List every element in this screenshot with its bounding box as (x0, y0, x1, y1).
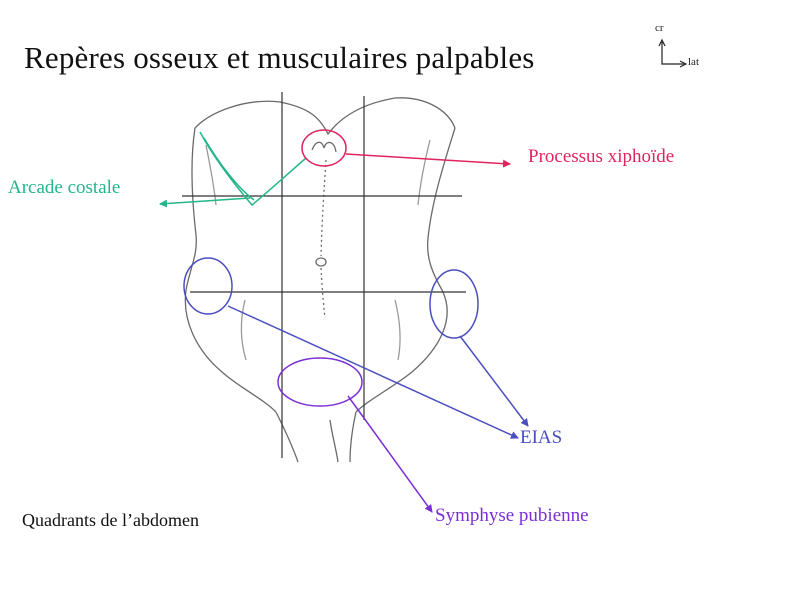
left-leg-inner (329, 419, 339, 463)
orientation-axes (658, 38, 688, 68)
left-inguinal-shade (240, 299, 247, 361)
label-eias: EIAS (520, 427, 563, 448)
orientation-arrow-up (658, 38, 666, 47)
linea-alba-lower (320, 267, 326, 319)
label-symphyse-pubienne: Symphyse pubienne (435, 505, 589, 526)
xiphoid-notch (311, 141, 337, 153)
left-flank (184, 127, 277, 413)
right-leg-outer (349, 411, 357, 463)
right-inguinal-shade (394, 299, 401, 361)
torso-outline (184, 97, 456, 463)
diagram-title: Repères osseux et musculaires palpables (24, 40, 535, 75)
linea-alba (320, 159, 327, 257)
label-processus-xiphoide: Processus xiphoïde (528, 146, 675, 167)
eias-left-arrow (227, 305, 519, 439)
orientation-arrow-right (679, 60, 688, 68)
chest-contour (194, 97, 456, 136)
navel (315, 257, 327, 267)
costal-arch-arrow (159, 197, 251, 208)
orientation-axis-lines (661, 42, 684, 65)
right-oblique-shade (417, 139, 431, 206)
xiphoid-arrow (345, 153, 511, 168)
symphysis-circle (277, 357, 363, 407)
costal-arch-outline-inner (203, 137, 255, 201)
orientation-cranial-label: cr (655, 22, 664, 34)
label-arcade-costale: Arcade costale (8, 177, 121, 198)
right-flank (355, 127, 456, 413)
left-leg-outer (275, 411, 299, 463)
costal-arch-outline (199, 131, 307, 207)
costal-arch (159, 131, 307, 208)
label-quadrants-abdomen: Quadrants de l’abdomen (22, 510, 199, 530)
xiphoid-marker (301, 129, 511, 168)
symphysis-marker (277, 357, 433, 513)
eias-left-circle (183, 257, 233, 315)
eias-right-circle (429, 269, 479, 339)
orientation-lateral-label: lat (688, 56, 699, 68)
eias-right-arrow (459, 335, 529, 427)
symphysis-arrow (347, 395, 433, 513)
quadrant-grid (182, 92, 466, 458)
eias-markers (183, 257, 529, 439)
xiphoid-circle (301, 129, 347, 167)
